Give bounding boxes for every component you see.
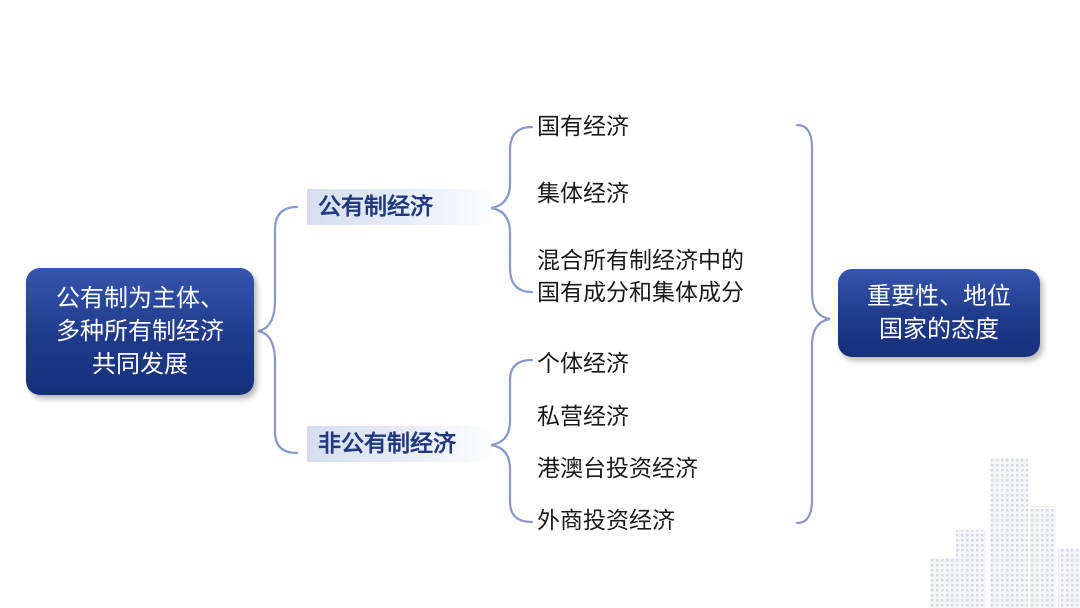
category-nonpublic: 非公有制经济 xyxy=(307,426,497,462)
category-public: 公有制经济 xyxy=(307,189,497,225)
conclusion-node: 重要性、地位 国家的态度 xyxy=(838,269,1040,357)
item-private: 私营经济 xyxy=(537,401,629,433)
root-node: 公有制为主体、 多种所有制经济 共同发展 xyxy=(26,268,254,395)
item-collective: 集体经济 xyxy=(537,178,629,210)
item-mixed-ownership: 混合所有制经济中的 国有成分和集体成分 xyxy=(537,245,744,309)
item-foreign: 外商投资经济 xyxy=(537,505,675,537)
root-line-2: 多种所有制经济 xyxy=(56,315,224,348)
conclusion-line-1: 重要性、地位 xyxy=(867,280,1011,313)
conclusion-line-2: 国家的态度 xyxy=(879,313,999,346)
root-line-1: 公有制为主体、 xyxy=(56,282,224,315)
item-mixed-line-1: 混合所有制经济中的 xyxy=(537,245,744,277)
public-brace xyxy=(491,127,532,292)
nonpublic-brace xyxy=(491,360,532,522)
item-individual: 个体经济 xyxy=(537,348,629,380)
item-mixed-line-2: 国有成分和集体成分 xyxy=(537,277,744,309)
city-buildings-decoration xyxy=(920,458,1080,608)
root-line-3: 共同发展 xyxy=(92,348,188,381)
item-state-owned: 国有经济 xyxy=(537,111,629,143)
root-brace xyxy=(258,207,297,453)
item-hk-macao-taiwan: 港澳台投资经济 xyxy=(537,453,698,485)
right-brace xyxy=(797,125,830,523)
